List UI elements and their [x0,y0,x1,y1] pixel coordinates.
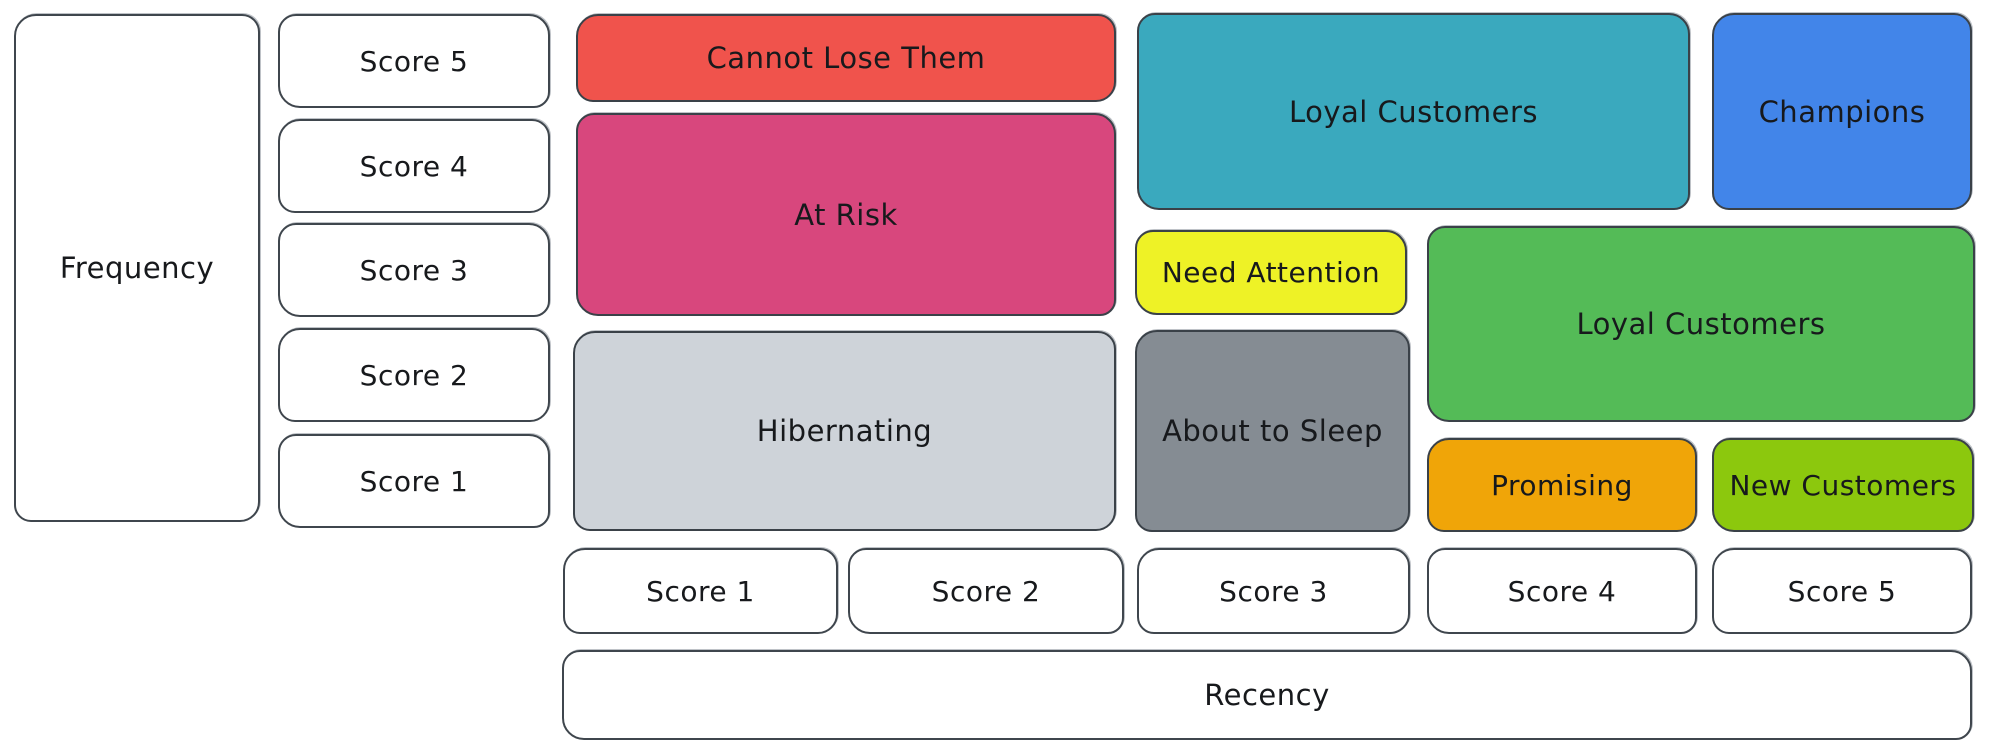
segment-hibernating: Hibernating [573,331,1116,531]
recency-score-3-text: Score 3 [1219,574,1328,608]
frequency-score-5-text: Score 5 [359,44,469,78]
segment-champions-label: Champions [1758,94,1926,129]
segment-loyal-customers-mid: Loyal Customers [1427,226,1975,422]
segment-loyal-customers-top-label: Loyal Customers [1288,94,1539,129]
segment-champions: Champions [1712,13,1972,210]
segment-about-to-sleep: About to Sleep [1135,330,1410,532]
segment-hibernating-label: Hibernating [756,414,933,448]
segment-at-risk-label: At Risk [794,197,898,232]
segment-promising: Promising [1427,438,1697,532]
recency-axis-text: Recency [1204,678,1330,712]
frequency-score-1-text: Score 1 [359,464,469,498]
frequency-axis-text: Frequency [59,251,215,285]
segment-new-customers-label: New Customers [1729,468,1957,502]
recency-score-1-text: Score 1 [646,574,755,608]
recency-score-3: Score 3 [1137,548,1410,634]
segment-cannot-lose-them-label: Cannot Lose Them [706,41,986,75]
recency-score-2-text: Score 2 [931,574,1041,608]
segment-promising-label: Promising [1491,468,1633,502]
segment-need-attention-label: Need Attention [1161,256,1381,289]
frequency-score-3-text: Score 3 [359,253,469,287]
recency-score-4-text: Score 4 [1507,574,1617,608]
frequency-score-2: Score 2 [278,328,550,422]
segment-about-to-sleep-label: About to Sleep [1162,414,1383,448]
recency-score-1: Score 1 [563,548,838,634]
frequency-score-3: Score 3 [278,223,550,317]
frequency-score-4-text: Score 4 [359,149,469,183]
segment-need-attention: Need Attention [1135,230,1407,315]
frequency-axis-label: Frequency [14,14,260,522]
segment-cannot-lose-them: Cannot Lose Them [576,14,1116,102]
frequency-score-5: Score 5 [278,14,550,108]
frequency-score-2-text: Score 2 [359,358,469,392]
segment-at-risk: At Risk [576,113,1116,316]
recency-score-2: Score 2 [848,548,1124,634]
segment-loyal-customers-top: Loyal Customers [1137,13,1690,210]
recency-score-5-text: Score 5 [1787,574,1897,608]
frequency-score-4: Score 4 [278,119,550,213]
segment-loyal-customers-mid-label: Loyal Customers [1576,307,1826,341]
recency-score-5: Score 5 [1712,548,1972,634]
recency-axis-label: Recency [562,650,1972,740]
segment-new-customers: New Customers [1712,438,1974,532]
frequency-score-1: Score 1 [278,434,550,528]
recency-score-4: Score 4 [1427,548,1697,634]
